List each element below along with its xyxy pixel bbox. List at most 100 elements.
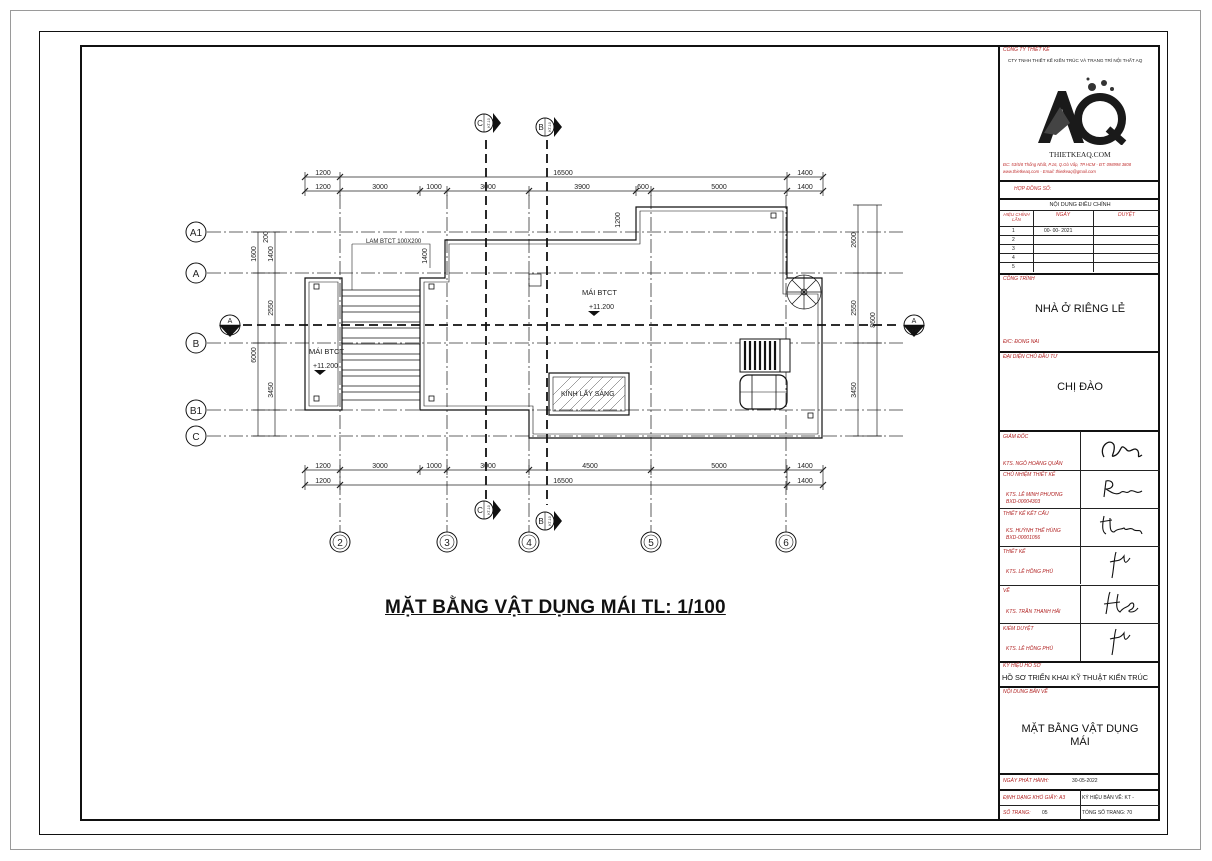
dim-left-2: 1400	[268, 246, 275, 262]
design-label: THIẾT KẾ	[1003, 549, 1026, 555]
svg-text:C: C	[477, 506, 483, 515]
dim-bottom-outer-3: 1400	[797, 478, 813, 485]
dim-right-3: 3450	[851, 382, 858, 398]
svg-text:C: C	[477, 119, 483, 128]
dim-bottom-inner-7: 1400	[797, 463, 813, 470]
solar-water-heater	[739, 338, 791, 373]
dim-top-outer-2: 16500	[553, 170, 573, 177]
section-marker-c-top: C KT-10	[474, 113, 501, 133]
grid-row-a1: A1	[190, 228, 203, 239]
grid-col-6: 6	[783, 538, 789, 549]
content-name-line-1: MẶT BẰNG VẬT DỤNG	[1021, 723, 1139, 735]
grid-row-c: C	[192, 432, 199, 443]
dim-bottom-outer-1: 1200	[315, 478, 331, 485]
section-marker-a-left: A KT-08	[219, 314, 241, 337]
svg-text:KT-10: KT-10	[487, 118, 491, 127]
dimension-lines	[253, 172, 882, 490]
design-signature	[1109, 551, 1131, 579]
title-block: CÔNG TY THIẾT KẾ CTY TNHH THIẾT KẾ KIẾN …	[998, 45, 1160, 821]
director-name: KTS. NGÔ HOÀNG QUÂN	[1003, 461, 1063, 467]
director-signature	[1101, 441, 1143, 458]
sheet-outer-border	[10, 10, 1201, 850]
water-tank	[739, 374, 788, 410]
check-name: KTS. LÊ HỒNG PHÚ	[1006, 646, 1053, 652]
svg-text:KT-08: KT-08	[225, 328, 236, 333]
dim-top-inner-8: 1400	[797, 184, 813, 191]
svg-text:B: B	[538, 517, 543, 526]
lead-label: CHỦ NHIỆM THIẾT KẾ	[1003, 472, 1056, 478]
label-level-left: +11.200	[313, 363, 338, 370]
draw-signature	[1103, 591, 1139, 615]
dim-bottom-inner-5: 4500	[582, 463, 598, 470]
drawing-title: MẶT BẰNG VẬT DỤNG MÁI TL: 1/100	[385, 597, 726, 618]
grid-col-2: 2	[337, 538, 343, 549]
dim-left-4: 3450	[268, 382, 275, 398]
investor-name: CHỊ ĐÀO	[1057, 381, 1103, 393]
total-pages: TỔNG SỐ TRANG: 70	[1082, 810, 1133, 816]
draw-name: KTS. TRẦN THANH HẢI	[1006, 609, 1061, 615]
svg-text:A: A	[228, 318, 233, 325]
struct-signature	[1099, 515, 1143, 535]
floor-drains	[313, 212, 814, 419]
dim-left-5: 6000	[251, 347, 258, 363]
dim-small-1200: 1200	[615, 212, 622, 228]
content-name-line-2: MÁI	[1070, 736, 1090, 748]
grid-row-b1: B1	[190, 406, 203, 417]
project-label: CÔNG TRÌNH	[1003, 276, 1035, 282]
section-marker-c-bottom: C KT-10	[474, 500, 501, 520]
issue-date: 30-05-2022	[1072, 778, 1098, 784]
design-name: KTS. LÊ HỒNG PHÚ	[1006, 569, 1053, 575]
project-name: NHÀ Ở RIÊNG LẺ	[1034, 303, 1126, 315]
dim-bottom-inner-3: 1000	[426, 463, 442, 470]
roof-outline	[304, 206, 823, 439]
dimension-ticks	[301, 173, 827, 489]
company-web: www.thietkeaq.com - Email: thietkeaq@gma…	[1003, 169, 1096, 174]
roof-plan-drawing: 1200 16500 1400 1200 3000 1000 3000 3900…	[185, 113, 925, 553]
skylight	[548, 372, 630, 416]
dossier-label: KÝ HIỆU HỒ SƠ	[1003, 663, 1041, 669]
dim-top-inner-2: 3000	[372, 184, 388, 191]
sheet-code-label: KÝ HIỆU BẢN VẼ: KT -	[1082, 795, 1134, 801]
grid-row-a: A	[193, 269, 200, 280]
label-level-main: +11.200	[589, 304, 614, 311]
check-signature	[1109, 628, 1131, 656]
paper-format: ĐỊNH DẠNG KHỔ GIẤY: A3	[1003, 795, 1066, 801]
svg-text:KT-10: KT-10	[548, 122, 552, 131]
company-name: CTY TNHH THIẾT KẾ KIẾN TRÚC VÀ TRANG TRÍ…	[1008, 58, 1143, 63]
section-marker-a-right: A KT-08	[903, 314, 925, 337]
revision-table: HIỆU CHỈNH LẦN NGÀY DUYỆT 1 2 3 4 5 00- …	[1000, 210, 1160, 272]
louver-slats	[342, 289, 420, 401]
section-cut-lines	[243, 140, 900, 505]
label-skylight: KÍNH LẤY SÁNG	[561, 388, 615, 398]
svg-text:B: B	[538, 123, 543, 132]
svg-text:KT-10: KT-10	[487, 505, 491, 514]
page-label: SỐ TRANG:	[1003, 810, 1031, 816]
sheet-frame	[39, 31, 1168, 835]
check-label: KIỂM DUYỆT	[1003, 626, 1034, 632]
dim-top-outer-1: 1200	[315, 170, 331, 177]
dim-top-inner-1: 1200	[315, 184, 331, 191]
company-address: ĐC: 53/5/8 Thống Nhất, P.16, Q.Gò Vấp, T…	[1003, 162, 1132, 167]
dim-top-inner-7: 5000	[711, 184, 727, 191]
grid-col-3: 3	[444, 538, 450, 549]
revision-title: NỘI DUNG ĐIỀU CHỈNH	[1049, 202, 1111, 208]
company-logo	[1030, 73, 1130, 146]
spiral-stair	[786, 274, 822, 310]
dim-right-1: 2600	[851, 232, 858, 248]
dim-top-outer-3: 1400	[797, 170, 813, 177]
svg-text:KT-10: KT-10	[548, 516, 552, 525]
content-label: NỘI DUNG BẢN VẼ	[1003, 689, 1048, 695]
dim-top-inner-3: 1000	[426, 184, 442, 191]
grid-col-5: 5	[648, 538, 654, 549]
contract-label: HỢP ĐỒNG SỐ:	[1014, 186, 1052, 192]
label-mai-btct-main: MÁI BTCT	[582, 288, 617, 297]
lead-name: KTS. LÊ MINH PHƯƠNG	[1006, 492, 1063, 498]
dim-right-2: 2550	[851, 300, 858, 316]
drawing-border	[80, 45, 1160, 821]
project-address: Đ/C: ĐONG NAI	[1003, 339, 1040, 345]
draw-label: VẼ	[1003, 588, 1010, 594]
section-marker-b-bottom: B KT-10	[535, 511, 562, 531]
dim-left-3: 2550	[268, 300, 275, 316]
label-lam-btct: LAM BTCT 100X200	[366, 239, 422, 245]
director-label: GIÁM ĐỐC	[1003, 434, 1029, 440]
